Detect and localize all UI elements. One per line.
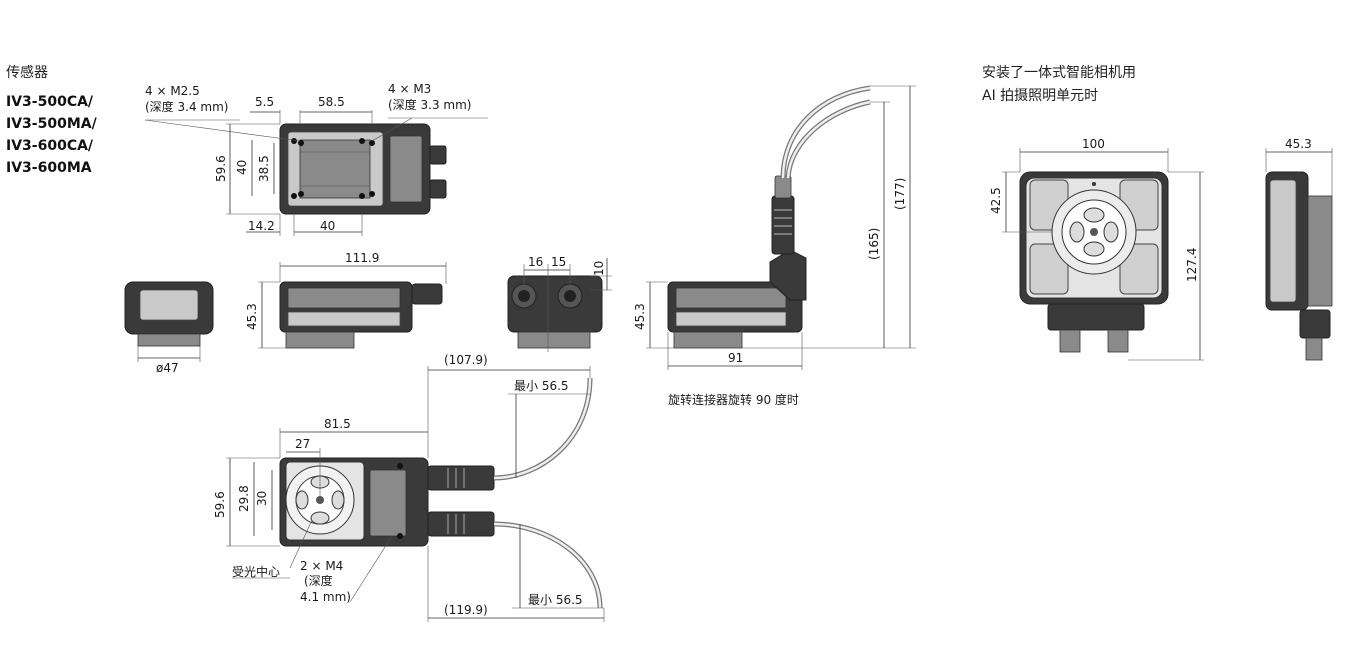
dim-127-4: 127.4: [1185, 248, 1199, 282]
rotated-connector-view: [646, 85, 916, 370]
callout-m25-line2: (深度 3.4 mm): [145, 99, 228, 114]
dim-81-5: 81.5: [324, 417, 351, 431]
dim-177: (177): [893, 178, 907, 210]
min-bend-top: 最小 56.5: [514, 379, 569, 393]
dim-58-5: 58.5: [318, 95, 345, 109]
front-small-view: [124, 281, 214, 362]
callout-m4-line1: 2 × M4: [300, 559, 343, 573]
dim-107-9: (107.9): [444, 353, 488, 367]
lighting-title-line1: 安装了一体式智能相机用: [982, 65, 1136, 81]
dim-15: 15: [551, 255, 566, 269]
back-view: [507, 258, 612, 352]
dim-45-3-rot: 45.3: [633, 303, 647, 330]
dim-10: 10: [592, 261, 606, 276]
callout-m3-line1: 4 × M3: [388, 82, 431, 96]
dim-5-5: 5.5: [255, 95, 274, 109]
lighting-front-view: [1002, 148, 1204, 361]
callout-m3-line2: (深度 3.3 mm): [388, 97, 471, 112]
dim-phi47: ø47: [156, 361, 179, 375]
callout-m25-line1: 4 × M2.5: [145, 84, 200, 98]
model-4: IV3-600MA: [6, 160, 92, 176]
callout-m4-line2: (深度: [304, 573, 333, 588]
dim-100: 100: [1082, 137, 1105, 151]
dim-165: (165): [867, 228, 881, 260]
front-view: [226, 366, 605, 622]
dim-16: 16: [528, 255, 543, 269]
dim-38-5: 38.5: [257, 155, 271, 182]
lighting-side-view: [1265, 148, 1333, 361]
dim-29-8: 29.8: [237, 485, 251, 512]
lighting-title-line2: AI 拍摄照明单元时: [982, 88, 1098, 104]
model-1: IV3-500CA/: [6, 94, 94, 110]
dim-40-v: 40: [235, 160, 249, 175]
optical-center-label: 受光中心: [232, 564, 280, 579]
dim-42-5: 42.5: [989, 187, 1003, 214]
rotated-caption: 旋转连接器旋转 90 度时: [668, 392, 799, 407]
dim-111-9: 111.9: [345, 251, 379, 265]
model-2: IV3-500MA/: [6, 116, 98, 132]
sensor-label: 传感器: [6, 64, 48, 81]
top-view: [144, 110, 488, 236]
dim-91: 91: [728, 351, 743, 365]
dim-59-6: 59.6: [214, 155, 228, 182]
dim-45-3-light: 45.3: [1285, 137, 1312, 151]
side-view: [258, 262, 447, 349]
dim-59-6-front: 59.6: [213, 491, 227, 518]
min-bend-bottom: 最小 56.5: [528, 593, 583, 607]
model-3: IV3-600CA/: [6, 138, 94, 154]
dim-45-3-side: 45.3: [245, 303, 259, 330]
dim-27: 27: [295, 437, 310, 451]
dim-30: 30: [255, 491, 269, 506]
dim-119-9: (119.9): [444, 603, 488, 617]
dim-14-2: 14.2: [248, 219, 275, 233]
dim-40-h: 40: [320, 219, 335, 233]
callout-m4-line3: 4.1 mm): [300, 590, 351, 604]
